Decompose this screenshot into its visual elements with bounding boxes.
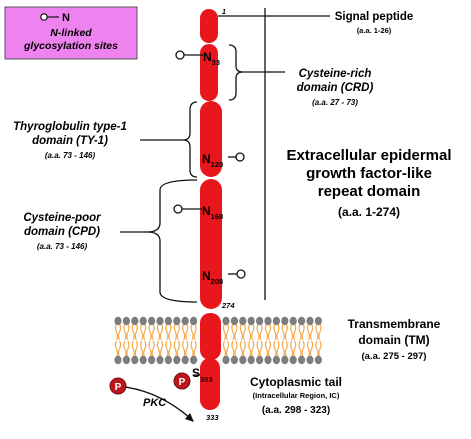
ty1-segment: [200, 101, 222, 177]
lipid-molecule: [139, 316, 147, 365]
crd-brace: [228, 44, 244, 101]
glycosylation-symbol-icon: [40, 13, 59, 21]
residue-n33-label: N: [203, 50, 212, 64]
glycosylation-site-n208: N208: [202, 269, 246, 286]
crd-line1: Cysteine-rich: [299, 68, 372, 80]
svg-text:S303: S303: [192, 366, 213, 384]
glycosylation-site-n33: N33: [175, 50, 220, 67]
cpd-segment: [200, 179, 222, 309]
lipid-molecule: [222, 316, 230, 365]
svg-text:N168: N168: [202, 204, 223, 221]
residue-274-label: 274: [221, 301, 235, 310]
svg-text:N33: N33: [203, 50, 220, 67]
legend-symbol-label: N: [62, 12, 70, 24]
legend: N N-linked glycosylation sites: [4, 6, 138, 60]
cytoplasmic-segment: [200, 358, 220, 410]
pkc-arrow: [124, 386, 191, 419]
lipid-molecule: [181, 316, 189, 365]
crd-range: (a.a. 27 - 73): [312, 98, 358, 107]
crd-segment: [200, 44, 218, 101]
phospho-icon: [109, 377, 127, 395]
cpd-range: (a.a. 73 - 146): [37, 242, 88, 251]
residue-n208-label: N: [202, 269, 211, 283]
svg-text:N120: N120: [202, 152, 223, 169]
legend-line2: glycosylation sites: [23, 40, 118, 52]
ty1-range: (a.a. 73 - 146): [45, 151, 96, 160]
arrowhead-icon: [185, 413, 194, 422]
egf-line2: growth factor-like: [306, 165, 432, 182]
lipid-molecule: [230, 316, 238, 365]
egf-line1: Extracellular epidermal: [286, 147, 451, 164]
lipid-molecule: [256, 316, 264, 365]
residue-n168-label: N: [202, 204, 211, 218]
ty1-line1: Thyroglobulin type-1: [13, 121, 127, 133]
glycosylation-site-n168: N168: [173, 204, 223, 221]
lipid-molecule: [190, 316, 198, 365]
residue-n120-label: N: [202, 152, 211, 166]
cpd-brace: [146, 179, 198, 303]
transmembrane-segment: [200, 313, 221, 360]
lipid-molecule: [114, 316, 122, 365]
kinase-label: PKC: [143, 397, 167, 409]
tm-line1: Transmembrane: [348, 317, 441, 331]
glycosylation-site-n120: N120: [202, 152, 245, 169]
signal-peptide-title: Signal peptide: [335, 11, 414, 23]
egf-line3: repeat domain: [318, 183, 421, 200]
cyto-range: (a.a. 298 - 323): [262, 405, 330, 416]
signal-peptide-range: (a.a. 1-26): [357, 26, 392, 35]
ty1-line2: domain (TY-1): [32, 135, 108, 147]
residue-n33-number: 33: [212, 58, 220, 67]
egf-range: (a.a. 1-274): [338, 205, 400, 219]
residue-333-label: 333: [206, 413, 219, 422]
phosphorylation-free: P: [109, 377, 127, 395]
signal-peptide-segment: [200, 9, 218, 43]
cpd-line1: Cysteine-poor: [23, 212, 101, 224]
lipid-molecule: [281, 316, 289, 365]
cpd-line2: domain (CPD): [24, 226, 100, 238]
legend-box: [4, 6, 138, 60]
protein-chain: [200, 9, 222, 410]
lipid-molecule: [173, 316, 181, 365]
lipid-molecule: [306, 316, 314, 365]
lipid-molecule: [298, 316, 306, 365]
lipid-molecule: [289, 316, 297, 365]
cyto-line1: Cytoplasmic tail: [250, 375, 342, 389]
residue-s303-label: S: [192, 366, 200, 380]
phosphorylation-site-s303: S303 P: [173, 366, 213, 390]
lipid-molecule: [272, 316, 280, 365]
cyto-line2: (Intracellular Region, IC): [253, 391, 340, 400]
residue-n120-number: 120: [211, 160, 224, 169]
tm-line2: domain (TM): [358, 333, 429, 347]
legend-line1: N-linked: [50, 27, 92, 39]
lipid-molecule: [239, 316, 247, 365]
residue-n208-number: 208: [211, 277, 224, 286]
residue-n168-number: 168: [211, 212, 224, 221]
residue-s303-number: 303: [200, 375, 213, 384]
lipid-molecule: [122, 316, 130, 365]
crd-line2: domain (CRD): [297, 82, 374, 94]
residue-1-label: 1: [222, 9, 226, 16]
lipid-molecule: [247, 316, 255, 365]
lipid-molecule: [156, 316, 164, 365]
svg-text:N208: N208: [202, 269, 223, 286]
phospho-label-free: P: [115, 382, 122, 393]
lipid-molecule: [164, 316, 172, 365]
ty1-brace: [182, 101, 198, 178]
tm-range: (a.a. 275 - 297): [362, 351, 427, 362]
lipid-molecule: [314, 316, 322, 365]
lipid-bilayer: [114, 316, 322, 365]
phospho-icon: [173, 372, 191, 390]
lipid-molecule: [148, 316, 156, 365]
lipid-molecule: [131, 316, 139, 365]
lipid-molecule: [264, 316, 272, 365]
phospho-label-bound: P: [179, 377, 186, 388]
